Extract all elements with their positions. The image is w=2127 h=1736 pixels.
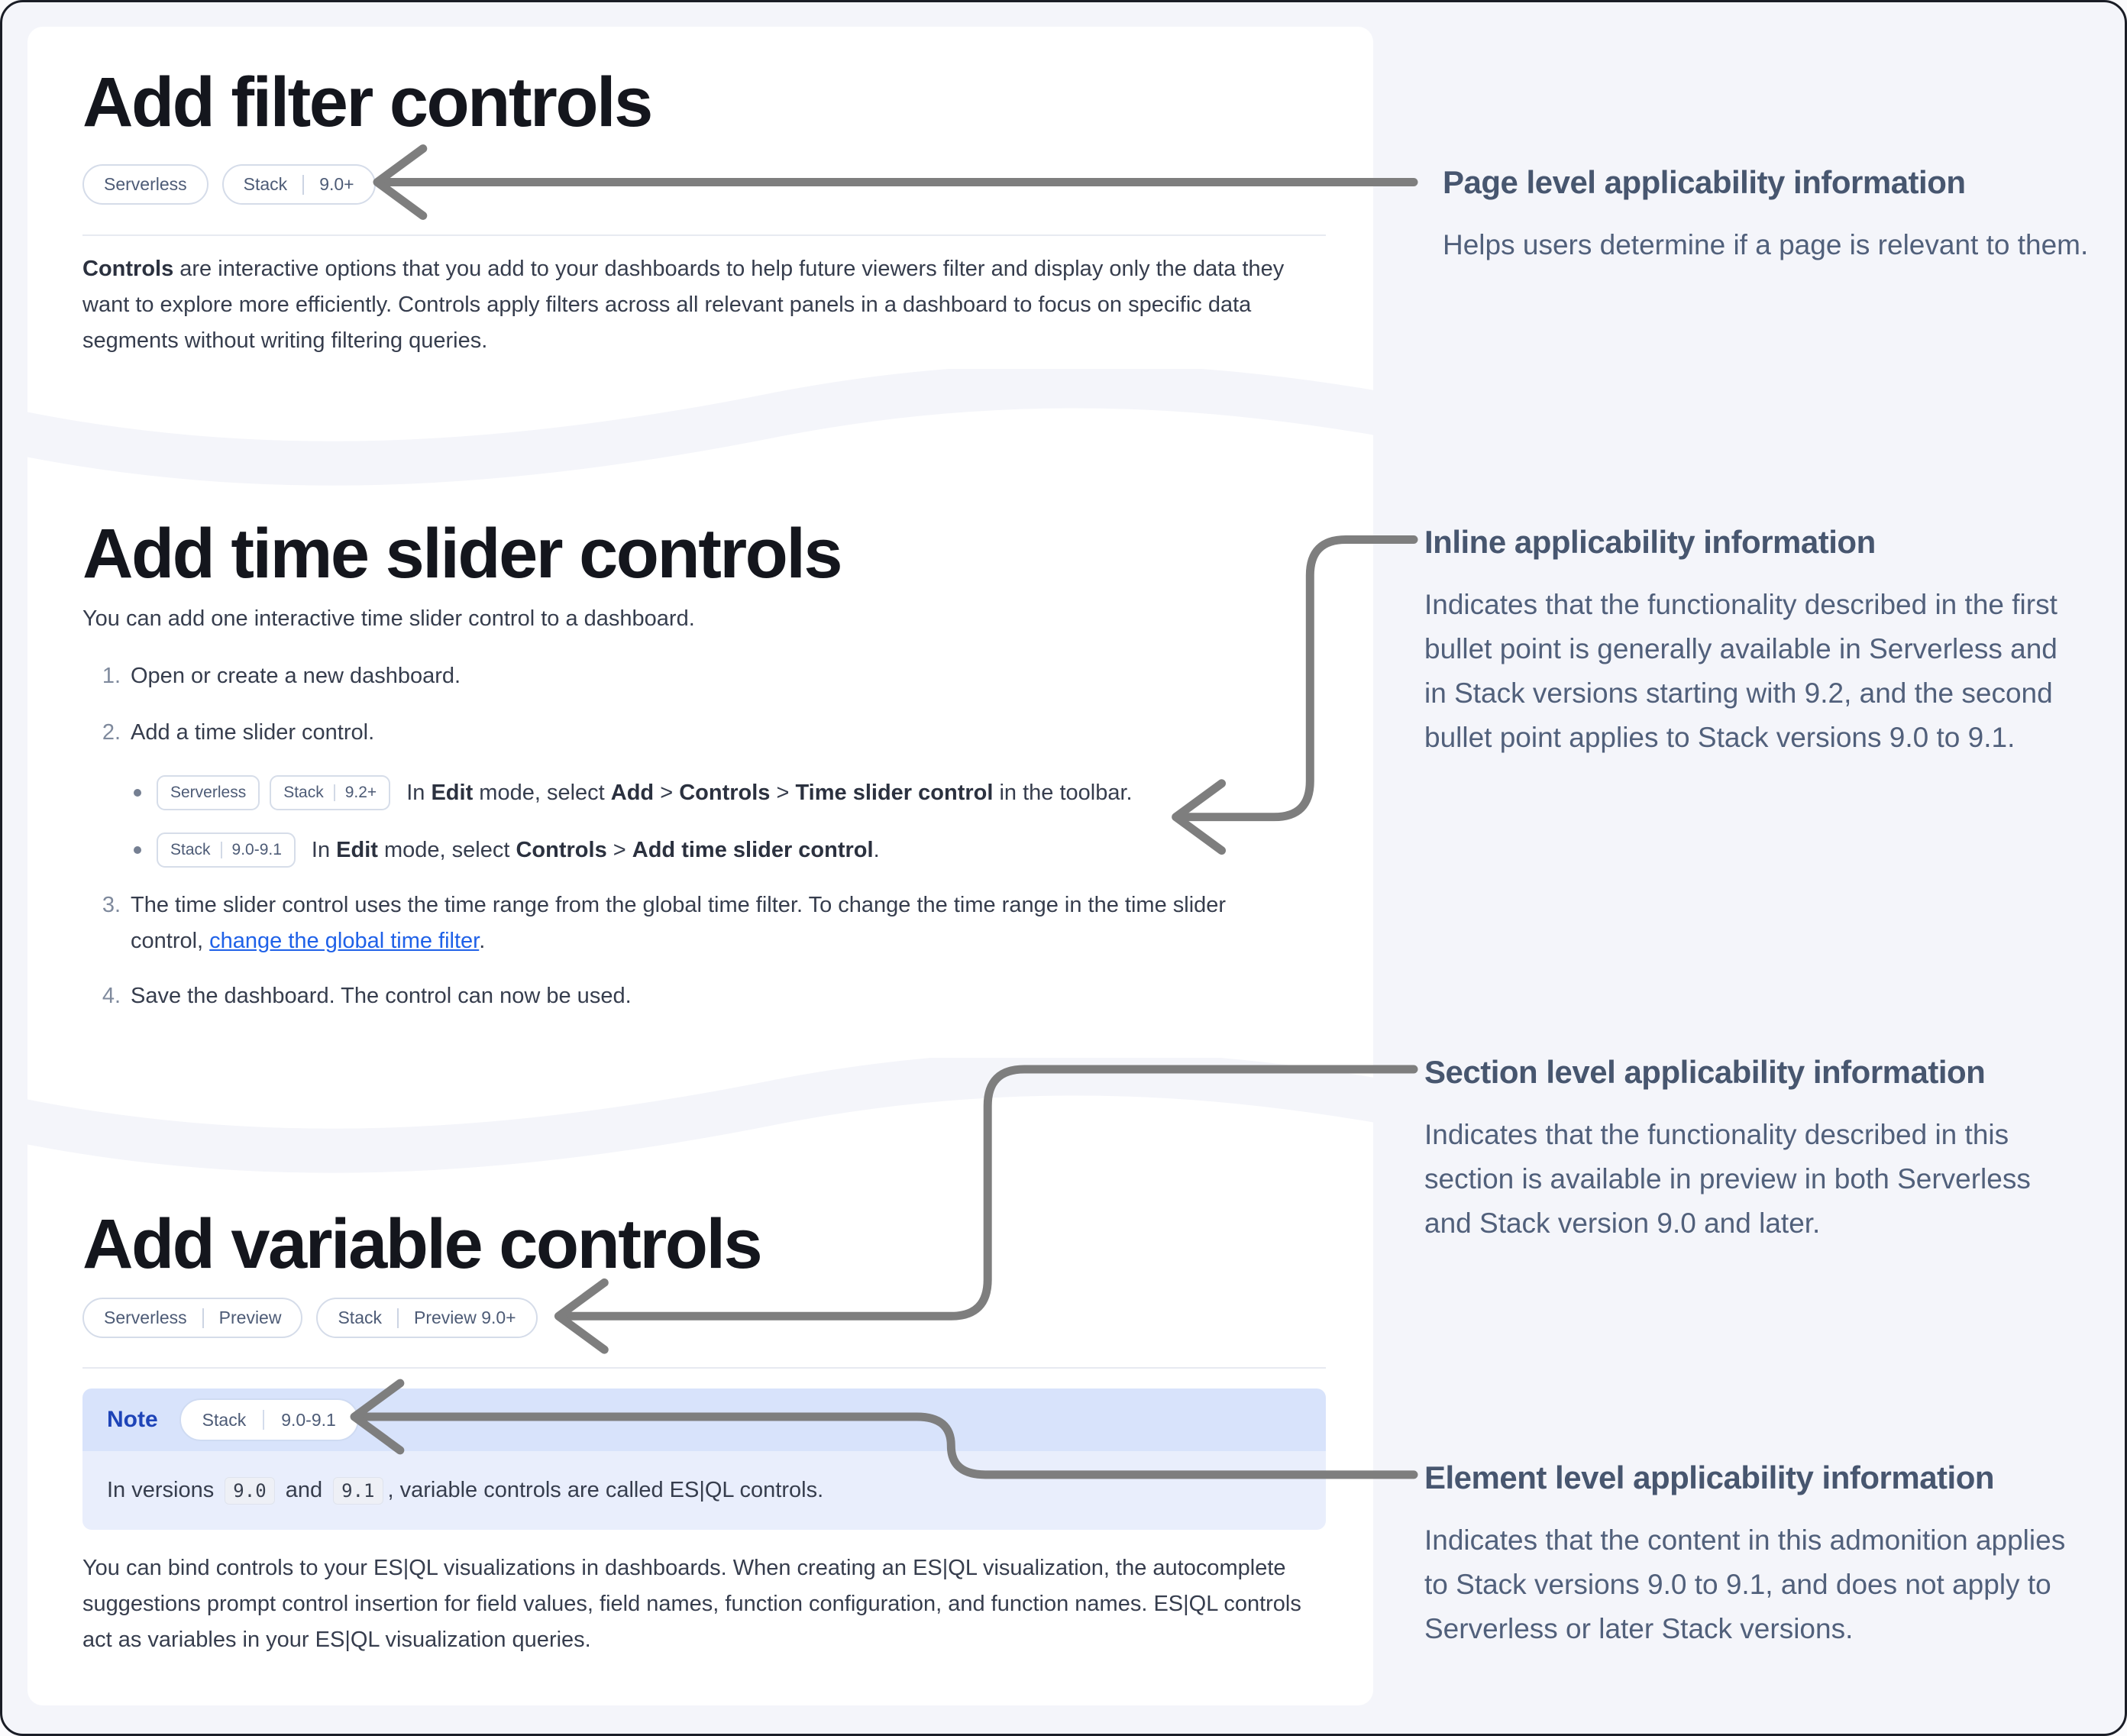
annotation-body: Indicates that the functionality describ… bbox=[1424, 1119, 2031, 1239]
link-change-global-time-filter[interactable]: change the global time filter bbox=[209, 929, 480, 953]
annotation-element-level: Element level applicability information … bbox=[1424, 1459, 2077, 1651]
badge-divider bbox=[397, 1308, 399, 1328]
badge-divider bbox=[202, 1308, 204, 1328]
inline-badge-serverless: Serverless bbox=[157, 775, 260, 810]
annotation-section-level: Section level applicability information … bbox=[1424, 1053, 2077, 1246]
annotation-body: Helps users determine if a page is relev… bbox=[1443, 229, 2089, 260]
list-item-1: 1.Open or create a new dashboard. bbox=[102, 664, 461, 688]
badge-divider bbox=[220, 842, 222, 858]
note-label: Note bbox=[107, 1407, 158, 1432]
annotation-title: Page level applicability information bbox=[1443, 164, 1966, 200]
annotation-inline-level: Inline applicability information Indicat… bbox=[1424, 523, 2077, 760]
divider-rule bbox=[82, 234, 1326, 236]
badge-divider bbox=[302, 174, 305, 195]
bullet-dot bbox=[134, 846, 141, 854]
code-version-9-1: 9.1 bbox=[333, 1477, 383, 1505]
bullet-text: In Edit mode, select Add > Controls > Ti… bbox=[406, 780, 1133, 805]
list-item-2: 2.Add a time slider control. bbox=[102, 720, 375, 745]
annotation-title: Section level applicability information bbox=[1424, 1054, 1986, 1090]
annotation-body: Indicates that the functionality describ… bbox=[1424, 589, 2058, 753]
variable-paragraph: You can bind controls to your ES|QL visu… bbox=[82, 1556, 1301, 1652]
annotation-title: Inline applicability information bbox=[1424, 524, 1876, 560]
section-title-add-variable-controls: Add variable controls bbox=[82, 1205, 763, 1283]
bullet-dot bbox=[134, 789, 141, 797]
filter-intro-paragraph: Controls are interactive options that yo… bbox=[82, 257, 1285, 353]
annotation-page-level: Page level applicability information Hel… bbox=[1443, 163, 2096, 267]
annotation-title: Element level applicability information bbox=[1424, 1460, 1995, 1495]
divider-rule bbox=[82, 1367, 1326, 1369]
list-item-3: 3.The time slider control uses the time … bbox=[102, 893, 1227, 953]
note-body: In versions 9.0 and 9.1, variable contro… bbox=[82, 1451, 1326, 1530]
list-item-4: 4.Save the dashboard. The control can no… bbox=[102, 984, 632, 1008]
badge-divider bbox=[333, 784, 335, 801]
annotation-body: Indicates that the content in this admon… bbox=[1424, 1524, 2066, 1644]
section-title-add-time-slider-controls: Add time slider controls bbox=[82, 515, 843, 593]
bullet-text: In Edit mode, select Controls > Add time… bbox=[311, 837, 880, 862]
code-version-9-0: 9.0 bbox=[225, 1477, 275, 1505]
badge-divider bbox=[263, 1410, 265, 1430]
timeslider-intro: You can add one interactive time slider … bbox=[82, 606, 695, 631]
badge-serverless: Serverless bbox=[82, 164, 208, 205]
page-title-add-filter-controls: Add filter controls bbox=[82, 63, 653, 141]
